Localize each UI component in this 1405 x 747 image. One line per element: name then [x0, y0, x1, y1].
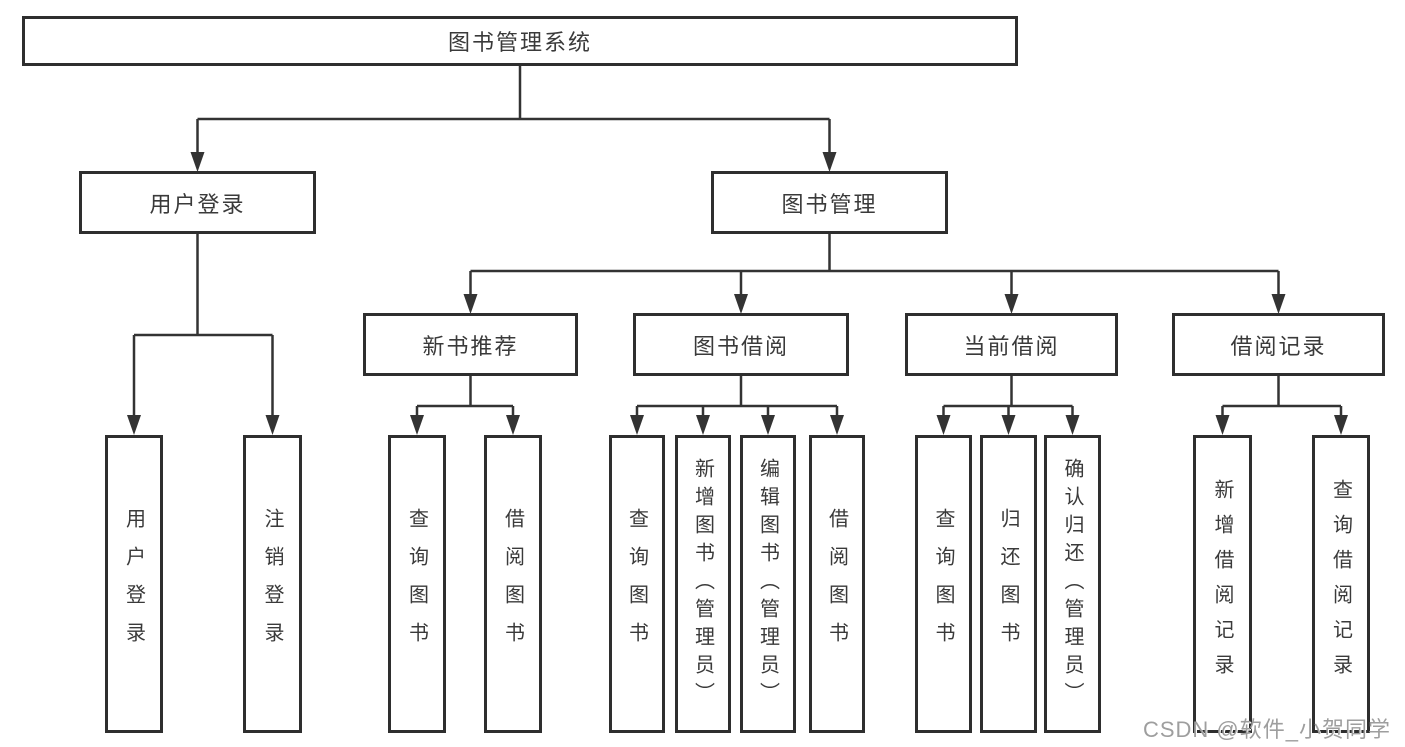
node-label: 查询图书: [932, 508, 954, 660]
node-label: 查询图书: [405, 508, 428, 660]
arrowhead: [630, 415, 644, 435]
node-library-management-system: 图书管理系统: [22, 16, 1018, 66]
node-leaf-borrow-books: 借阅图书: [809, 435, 865, 733]
node-label: 图书管理系统: [447, 30, 592, 55]
node-leaf-query-books-current: 查询图书: [915, 435, 972, 733]
node-new-book-recommend: 新书推荐: [363, 313, 578, 376]
arrowhead: [761, 415, 775, 435]
node-label: 注销登录: [261, 508, 283, 660]
node-label: 新书推荐: [422, 333, 519, 359]
arrowhead: [830, 415, 844, 435]
node-label: 当前借阅: [963, 333, 1060, 359]
arrowhead: [265, 415, 280, 435]
node-label: 借阅记录: [1230, 333, 1327, 359]
node-label: 查询图书: [625, 508, 648, 660]
arrowhead: [1065, 415, 1080, 435]
node-label: 用户登录: [122, 508, 145, 660]
node-label: 确认归还（管理员）: [1061, 458, 1083, 710]
arrowhead: [410, 415, 424, 435]
node-leaf-add-borrow-record: 新增借阅记录: [1193, 435, 1252, 733]
node-leaf-query-borrow-record: 查询借阅记录: [1312, 435, 1370, 733]
node-label: 新增借阅记录: [1211, 479, 1233, 689]
arrowhead: [822, 152, 837, 172]
node-leaf-logout: 注销登录: [243, 435, 302, 733]
node-label: 图书管理: [781, 191, 878, 217]
node-label: 归还图书: [997, 508, 1019, 660]
node-label: 借阅图书: [501, 508, 524, 660]
arrowhead: [936, 415, 951, 435]
node-leaf-confirm-return-admin: 确认归还（管理员）: [1044, 435, 1101, 733]
node-leaf-borrow-books-recommend: 借阅图书: [484, 435, 542, 733]
node-leaf-query-books-recommend: 查询图书: [388, 435, 446, 733]
arrowhead: [1001, 415, 1016, 435]
arrowhead: [190, 152, 205, 172]
node-label: 新增图书（管理员）: [691, 458, 714, 710]
node-current-borrow: 当前借阅: [905, 313, 1118, 376]
node-book-borrow: 图书借阅: [633, 313, 849, 376]
node-label: 用户登录: [149, 191, 246, 217]
node-book-management: 图书管理: [711, 171, 948, 234]
arrowhead: [127, 415, 141, 435]
arrowhead: [1004, 294, 1019, 314]
arrowhead: [696, 415, 710, 435]
node-label: 编辑图书（管理员）: [756, 458, 779, 710]
node-leaf-edit-book-admin: 编辑图书（管理员）: [740, 435, 796, 733]
csdn-watermark: CSDN @软件_小贺同学: [1142, 717, 1391, 742]
arrowhead: [1271, 294, 1286, 314]
node-leaf-query-books-borrow: 查询图书: [609, 435, 665, 733]
arrowhead: [1334, 415, 1348, 435]
node-leaf-add-book-admin: 新增图书（管理员）: [675, 435, 731, 733]
arrowhead: [506, 415, 520, 435]
arrowhead: [1215, 415, 1230, 435]
node-label: 查询借阅记录: [1329, 479, 1352, 689]
node-leaf-return-book: 归还图书: [980, 435, 1037, 733]
node-label: 图书借阅: [692, 333, 789, 359]
arrowhead: [734, 294, 748, 314]
node-label: 借阅图书: [825, 508, 848, 660]
node-borrow-records: 借阅记录: [1172, 313, 1385, 376]
arrowhead: [463, 294, 478, 314]
node-user-login: 用户登录: [79, 171, 316, 234]
node-leaf-user-login: 用户登录: [105, 435, 163, 733]
